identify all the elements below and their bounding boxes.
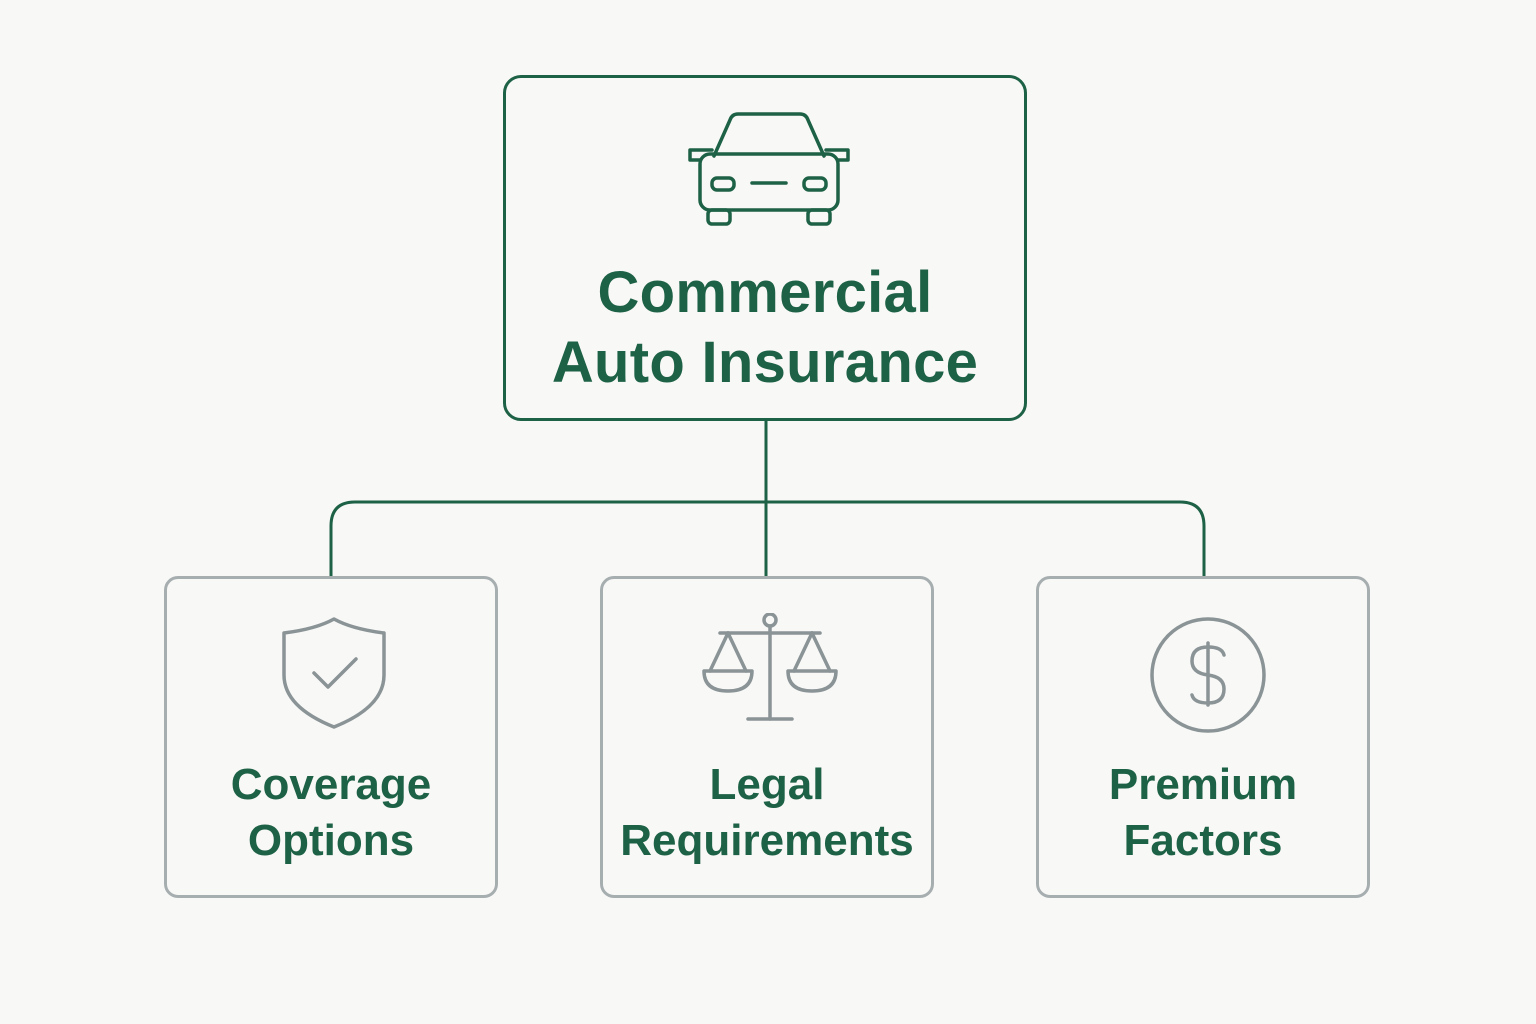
root-title-line-2: Auto Insurance xyxy=(551,330,979,395)
legal-requirements-line-2: Requirements xyxy=(620,816,914,865)
premium-factors-line-1: Premium xyxy=(1108,760,1298,809)
root-title-line-1: Commercial xyxy=(597,260,933,325)
shield-check-icon xyxy=(282,617,386,729)
premium-factors-label: Premium Factors xyxy=(1039,757,1367,869)
legal-requirements-node: Legal Requirements xyxy=(600,576,934,898)
premium-factors-node: Premium Factors xyxy=(1036,576,1370,898)
root-title: Commercial Auto Insurance xyxy=(506,258,1024,398)
legal-requirements-label: Legal Requirements xyxy=(603,757,931,869)
coverage-options-label: Coverage Options xyxy=(167,757,495,869)
legal-requirements-line-1: Legal xyxy=(709,760,825,809)
root-node: Commercial Auto Insurance xyxy=(503,75,1027,421)
scales-icon xyxy=(702,613,838,721)
coverage-options-line-2: Options xyxy=(247,816,415,865)
dollar-circle-icon xyxy=(1150,617,1266,733)
coverage-options-node: Coverage Options xyxy=(164,576,498,898)
car-icon xyxy=(688,112,850,226)
coverage-options-line-1: Coverage xyxy=(230,760,432,809)
premium-factors-line-2: Factors xyxy=(1123,816,1283,865)
